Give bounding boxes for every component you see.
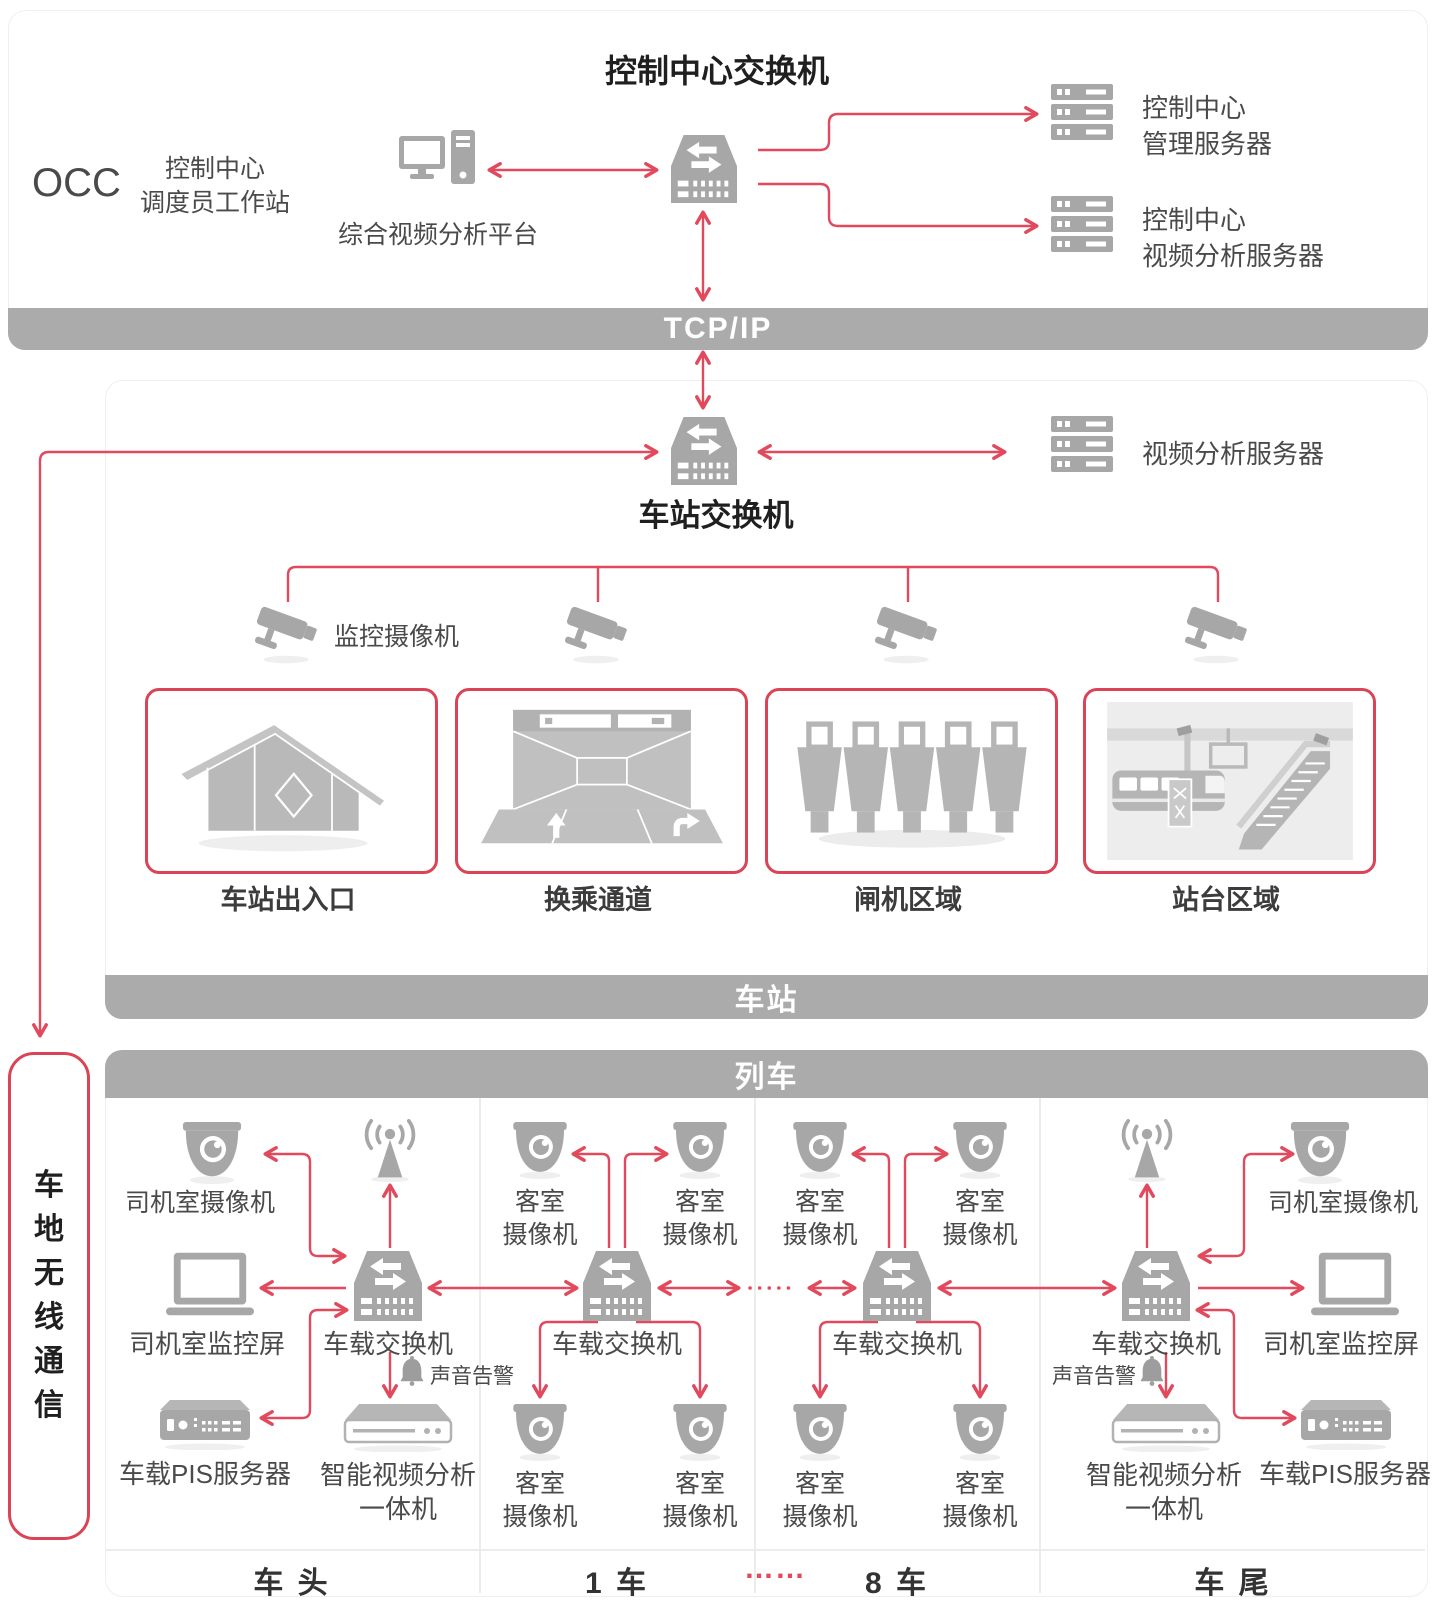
pis-server-icon <box>156 1396 254 1450</box>
tcpip-band-label: TCP/IP <box>663 312 773 345</box>
pis-server-label: 车载PIS服务器 <box>1259 1459 1431 1489</box>
train-column-separator <box>479 1098 481 1593</box>
cabin-camera-label: 客室摄像机 <box>782 1470 858 1531</box>
footer-tail-car: 车 尾 <box>1194 1567 1272 1600</box>
cabin-dome-camera-icon <box>788 1404 852 1461</box>
station-entrance-illustration <box>178 723 387 852</box>
wireless-antenna-icon <box>1115 1118 1179 1184</box>
cabin-dome-camera-icon <box>948 1122 1012 1179</box>
cabin-dome-camera-icon <box>788 1122 852 1179</box>
transfer-passage-illustration <box>480 709 723 844</box>
cab-camera-label: 司机室摄像机 <box>124 1189 276 1217</box>
area-label-transfer: 换乘通道 <box>544 885 652 915</box>
footer-car1: 1 车 <box>584 1567 650 1600</box>
cabin-camera-label: 客室摄像机 <box>502 1470 578 1531</box>
cabin-camera-label: 客室摄像机 <box>662 1470 738 1531</box>
cabin-dome-camera-icon <box>508 1122 572 1179</box>
cabin-dome-camera-icon <box>668 1122 732 1179</box>
station-entrance-box <box>145 688 438 874</box>
cab-monitor-icon <box>1311 1252 1399 1318</box>
surveillance-camera-label: 监控摄像机 <box>334 623 460 651</box>
video-analysis-unit-label: 智能视频分析 一体机 <box>319 1460 477 1524</box>
cctv-camera-icon <box>254 604 322 664</box>
audio-alarm-label: 声音告警 <box>1052 1365 1136 1388</box>
cab-camera-label: 司机室摄像机 <box>1267 1189 1419 1217</box>
station-va-server-label: 视频分析服务器 <box>1142 439 1325 469</box>
station-band-label: 车站 <box>734 984 799 1017</box>
onboard-switch-label: 车载交换机 <box>322 1329 454 1359</box>
cabin-camera-label: 客室摄像机 <box>942 1188 1018 1249</box>
alarm-bell-icon <box>398 1356 426 1386</box>
platform-area-box <box>1083 688 1376 874</box>
footer-ellipsis: …… <box>744 1552 806 1585</box>
onboard-switch-label: 车载交换机 <box>1090 1329 1222 1359</box>
pis-server-label: 车载PIS服务器 <box>119 1459 291 1489</box>
train-footer-separator <box>106 1549 1425 1551</box>
station-switch-label: 车站交换机 <box>638 498 794 533</box>
train-column-separator <box>754 1098 756 1593</box>
gate-area-illustration <box>796 721 1027 848</box>
video-analysis-unit-icon <box>1111 1402 1221 1452</box>
cabin-camera-label: 客室摄像机 <box>502 1188 578 1249</box>
onboard-switch-icon <box>1119 1251 1193 1321</box>
cabin-camera-label: 客室摄像机 <box>782 1188 858 1249</box>
video-analysis-unit-label: 智能视频分析 一体机 <box>1085 1460 1243 1524</box>
cab-dome-camera-icon <box>177 1122 247 1184</box>
station-band: 车站 <box>105 975 1428 1019</box>
cabin-camera-label: 客室摄像机 <box>942 1470 1018 1531</box>
cab-monitor-label: 司机室监控屏 <box>1262 1329 1420 1359</box>
station-switch-icon <box>671 416 737 486</box>
cctv-camera-icon <box>1184 604 1252 664</box>
train-band: 列车 <box>105 1050 1428 1098</box>
station-va-server-icon <box>1051 416 1113 472</box>
cab-monitor-label: 司机室监控屏 <box>128 1329 286 1359</box>
tcpip-band: TCP/IP <box>8 308 1428 350</box>
area-label-platform: 站台区域 <box>1172 885 1280 915</box>
train-band-label: 列车 <box>734 1061 799 1094</box>
transfer-passage-box <box>455 688 748 874</box>
footer-car8: 8 车 <box>864 1567 930 1600</box>
cctv-camera-icon <box>564 604 632 664</box>
audio-alarm-label: 声音告警 <box>430 1365 514 1388</box>
wireless-antenna-icon <box>358 1118 422 1184</box>
video-analysis-unit-icon <box>343 1402 453 1452</box>
occ-panel: TCP/IP <box>8 10 1428 350</box>
footer-head-car: 车 头 <box>253 1567 331 1600</box>
cabin-camera-label: 客室摄像机 <box>662 1188 738 1249</box>
pis-server-icon <box>1297 1396 1395 1450</box>
cab-dome-camera-icon <box>1285 1122 1355 1184</box>
cabin-dome-camera-icon <box>948 1404 1012 1461</box>
onboard-switch-icon <box>860 1251 934 1321</box>
control-center-switch-icon <box>671 134 737 204</box>
analysis-platform-label: 综合视频分析平台 <box>337 221 539 249</box>
occ-label: OCC <box>32 161 121 205</box>
cctv-camera-icon <box>874 604 942 664</box>
area-label-gates: 闸机区域 <box>854 885 962 915</box>
train-ground-wireless-label: 车地无线通信 <box>34 1169 64 1422</box>
onboard-switch-icon <box>580 1251 654 1321</box>
area-label-entrance: 车站出入口 <box>220 885 356 915</box>
cabin-dome-camera-icon <box>668 1404 732 1461</box>
cc-va-server-label: 控制中心 视频分析服务器 <box>1142 205 1325 271</box>
mgmt-server-label: 控制中心 管理服务器 <box>1142 93 1273 159</box>
mgmt-server-icon <box>1051 84 1113 140</box>
train-column-separator <box>1039 1098 1041 1593</box>
occ-title: 控制中心交换机 <box>604 53 830 89</box>
train-ground-wireless-box: 车地无线通信 <box>8 1052 90 1540</box>
dispatcher-workstation-label: 控制中心 调度员工作站 <box>139 155 291 217</box>
cabin-dome-camera-icon <box>508 1404 572 1461</box>
onboard-switch-label: 车载交换机 <box>831 1329 963 1359</box>
workstation-icon <box>399 130 477 192</box>
alarm-bell-icon <box>1138 1356 1166 1386</box>
platform-area-illustration <box>1106 702 1353 860</box>
cc-va-server-icon <box>1051 196 1113 252</box>
onboard-switch-icon <box>351 1251 425 1321</box>
gate-area-box <box>765 688 1058 874</box>
cab-monitor-icon <box>166 1252 254 1318</box>
onboard-switch-label: 车载交换机 <box>551 1329 683 1359</box>
